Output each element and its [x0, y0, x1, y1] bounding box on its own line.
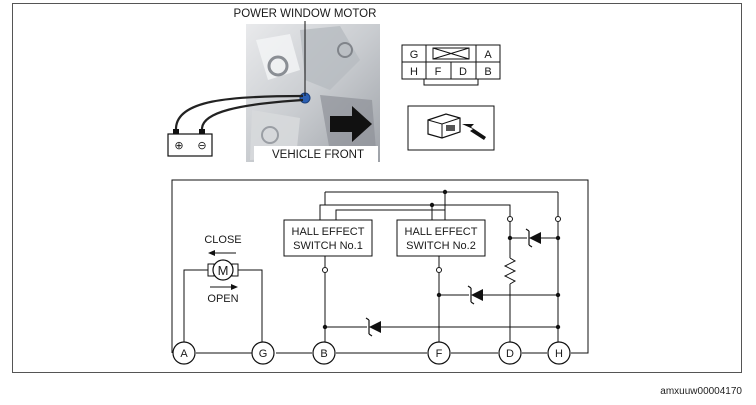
- pin-d: D: [459, 66, 467, 78]
- terminal-d-label: D: [506, 348, 514, 360]
- terminal-b: B: [312, 341, 336, 365]
- terminal-g-label: G: [259, 348, 268, 360]
- battery-negative: ⊖: [197, 140, 206, 152]
- motor-label: POWER WINDOW MOTOR: [234, 8, 377, 20]
- terminal-f-label: F: [436, 348, 443, 360]
- zener-diode-2: [467, 285, 483, 305]
- switch2-line2: SWITCH No.2: [406, 240, 476, 252]
- figure-code: amxuuw00004170: [660, 386, 742, 397]
- schematic: [171, 179, 589, 354]
- terminal-h-label: H: [555, 348, 563, 360]
- connector-view-icon: [407, 105, 495, 151]
- zener-diode-3: [365, 317, 381, 337]
- motor-symbol: M: [218, 263, 229, 278]
- motor-photo: [246, 24, 380, 162]
- terminal-f: F: [427, 341, 451, 365]
- terminal-b-label: B: [320, 348, 327, 360]
- terminal-d: D: [498, 341, 522, 365]
- pin-f: F: [435, 66, 442, 78]
- open-arrow: [210, 284, 238, 290]
- pin-a: A: [484, 49, 492, 61]
- pin-h: H: [410, 66, 418, 78]
- terminal-h: H: [547, 341, 571, 365]
- open-terminals: [322, 216, 561, 273]
- figure-frame: [12, 3, 742, 373]
- terminal-g: G: [251, 341, 275, 365]
- terminal-a: A: [172, 341, 196, 365]
- motor-icon: M: [207, 259, 239, 281]
- switch1-line1: HALL EFFECT: [292, 226, 365, 238]
- zener-diode-1: [525, 228, 541, 248]
- pin-b: B: [484, 66, 491, 78]
- battery-icon: ⊕ ⊖: [167, 94, 304, 157]
- close-label: CLOSE: [204, 234, 241, 246]
- terminal-a-label: A: [180, 348, 188, 360]
- open-label: OPEN: [207, 293, 238, 305]
- vehicle-front-label: VEHICLE FRONT: [272, 149, 364, 161]
- switch1-line2: SWITCH No.1: [293, 240, 363, 252]
- junction-dots: [322, 189, 561, 330]
- close-arrow: [208, 250, 236, 256]
- pin-g: G: [410, 49, 419, 61]
- battery-positive: ⊕: [174, 140, 183, 152]
- connector-face: G A H F D B: [401, 44, 501, 86]
- switch2-line1: HALL EFFECT: [405, 226, 478, 238]
